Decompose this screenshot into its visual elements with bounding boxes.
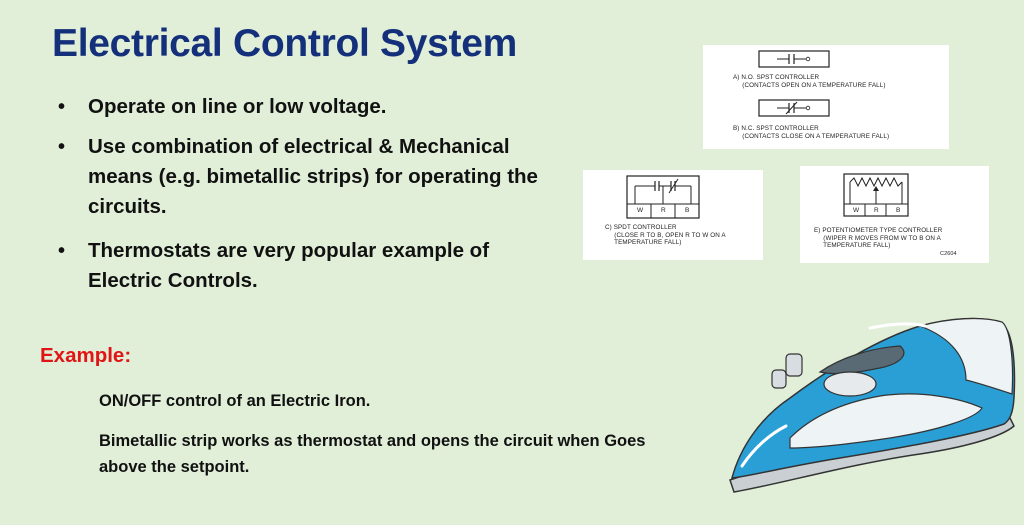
- bullet-item: • Thermostats are very popular example o…: [58, 236, 548, 296]
- example-line-2: Bimetallic strip works as thermostat and…: [99, 432, 646, 476]
- bullet-text: Thermostats are very popular example of …: [88, 239, 490, 292]
- bullet-dot-icon: •: [58, 136, 66, 158]
- spst-symbols-icon: [758, 50, 830, 117]
- spdt-symbol-icon: [626, 175, 700, 219]
- potentiometer-controller-diagram: W R B E) POTENTIOMETER TYPE CONTROLLER (…: [800, 166, 989, 263]
- bullet-list: • Operate on line or low voltage. • Use …: [58, 92, 558, 304]
- terminal-r-label: R: [661, 207, 666, 214]
- example-label: Example:: [40, 344, 132, 367]
- caption-e: E) POTENTIOMETER TYPE CONTROLLER (WIPER …: [814, 227, 943, 249]
- figure-code: C2604: [940, 251, 957, 257]
- slide-title: Electrical Control System: [52, 22, 517, 65]
- spst-controller-diagrams: A) N.O. SPST CONTROLLER (CONTACTS OPEN O…: [703, 45, 949, 149]
- spdt-controller-diagram: W R B C) SPDT CONTROLLER (CLOSE R TO B, …: [583, 170, 763, 260]
- potentiometer-symbol-icon: [843, 173, 909, 217]
- terminal-w-label: W: [637, 207, 644, 214]
- bullet-dot-icon: •: [58, 96, 66, 118]
- terminal-r-label: R: [874, 207, 879, 214]
- terminal-w-label: W: [853, 207, 860, 214]
- caption-a: A) N.O. SPST CONTROLLER (CONTACTS OPEN O…: [733, 74, 886, 89]
- example-line-1: ON/OFF control of an Electric Iron.: [99, 392, 371, 410]
- caption-b: B) N.C. SPST CONTROLLER (CONTACTS CLOSE …: [733, 125, 890, 140]
- terminal-b-label: B: [896, 207, 901, 214]
- terminal-b-label: B: [685, 207, 690, 214]
- bullet-text: Use combination of electrical & Mechanic…: [88, 135, 538, 218]
- caption-c: C) SPDT CONTROLLER (CLOSE R TO B, OPEN R…: [605, 224, 726, 246]
- electric-iron-icon: [729, 317, 1016, 493]
- bullet-text: Operate on line or low voltage.: [88, 95, 387, 118]
- bullet-item: • Use combination of electrical & Mechan…: [58, 132, 538, 222]
- bullet-item: • Operate on line or low voltage.: [58, 92, 558, 122]
- bullet-dot-icon: •: [58, 240, 66, 262]
